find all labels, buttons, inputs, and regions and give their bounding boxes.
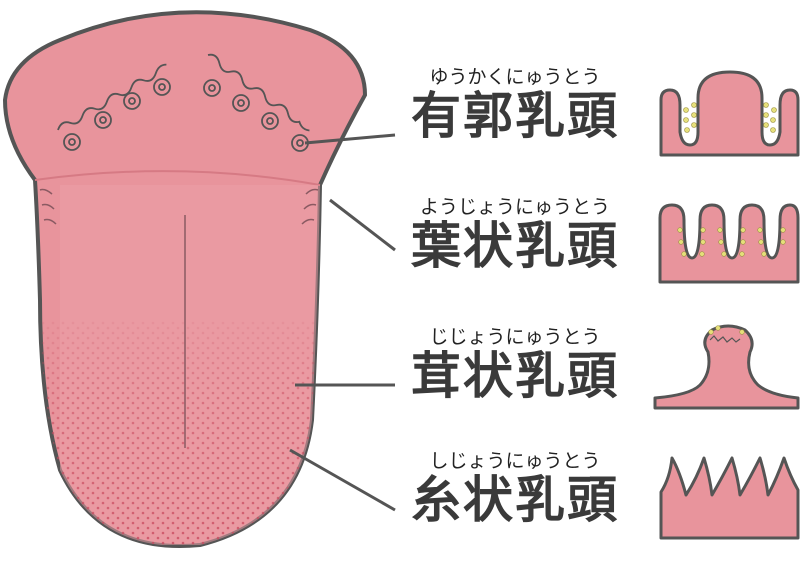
tongue	[2, 10, 368, 548]
leader-lines	[289, 133, 396, 512]
reading-foliate: ようじょうにゅうとう	[419, 196, 610, 218]
wavy-line-right	[207, 53, 310, 132]
section-foliate-shape	[658, 203, 800, 284]
taste-buds-circumvallate	[683, 102, 777, 133]
foliate-folds	[39, 188, 319, 225]
section-filiform-shape	[659, 456, 800, 540]
taste-buds-foliate	[677, 227, 786, 257]
section-filiform	[659, 456, 800, 540]
reading-circumvallate: ゆうかくにゅうとう	[429, 66, 601, 88]
section-fungiform	[653, 324, 800, 410]
label-filiform: しじょうにゅうとう 糸状乳頭	[400, 450, 630, 528]
term-foliate: 葉状乳頭	[411, 217, 619, 275]
reading-fungiform: じじょうにゅうとう	[429, 326, 601, 348]
tongue-back-edge	[34, 170, 321, 186]
term-filiform: 糸状乳頭	[411, 471, 619, 529]
section-fungiform-shape	[653, 324, 800, 410]
label-circumvallate: ゆうかくにゅうとう 有郭乳頭	[400, 66, 630, 144]
label-fungiform: じじょうにゅうとう 茸状乳頭	[400, 326, 630, 404]
taste-buds-fungiform	[708, 325, 745, 335]
section-circumvallate	[659, 70, 800, 157]
label-foliate: ようじょうにゅうとう 葉状乳頭	[400, 196, 630, 274]
term-fungiform: 茸状乳頭	[411, 347, 619, 405]
leader-foliate	[329, 198, 396, 252]
section-circumvallate-shape	[659, 70, 800, 157]
reading-filiform: しじょうにゅうとう	[429, 450, 601, 472]
wavy-line-left	[57, 63, 167, 131]
term-circumvallate: 有郭乳頭	[411, 87, 619, 145]
leader-circumvallate	[304, 133, 396, 145]
section-foliate	[658, 203, 800, 284]
leader-filiform	[289, 448, 396, 512]
